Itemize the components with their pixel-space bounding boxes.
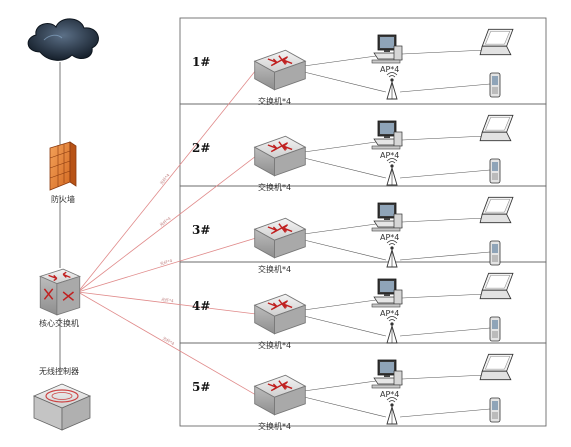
floor-3-laptop-icon: [479, 196, 514, 224]
floor-2-wire-3: [401, 135, 487, 141]
floor-4-mobile-phone-icon: [489, 316, 501, 342]
floor-2-wire-1: [303, 141, 377, 153]
floor-3: 3# 交换机*4 AP*4: [192, 196, 514, 274]
floor-5-mobile-phone-icon: [489, 397, 501, 423]
floor-3-wire-2: [303, 239, 387, 261]
connection-lines: [77, 49, 491, 418]
floor-5-wire-3: [401, 374, 487, 380]
floor-2-desktop-pc-icon: [371, 120, 403, 150]
floor-3-mobile-phone-icon: [489, 240, 501, 266]
floor-1-switch-icon: [253, 49, 307, 91]
firewall-icon: [49, 141, 77, 191]
floor-2: 2# 交换机*4 AP*4: [192, 114, 514, 192]
floor-4: 4# 交换机*4 AP*4: [192, 272, 514, 350]
internet-cloud-icon: [27, 18, 99, 61]
floor-5-wire-4: [399, 408, 491, 418]
floor-5-wire-2: [303, 396, 387, 418]
floor-4-desktop-pc-icon: [371, 278, 403, 308]
uplink-floor-3: [77, 237, 257, 293]
floor-5-access-point-icon: [386, 397, 398, 425]
floor-5-frame: [179, 342, 547, 427]
fiber-label-floor-4: 光纤*4: [161, 296, 175, 304]
floor-1-laptop-icon: [479, 28, 514, 56]
floor-4-switch-icon: [253, 293, 307, 335]
uplink-floor-5: [77, 291, 257, 396]
firewall-label: 防火墙: [51, 194, 75, 204]
floor-3-switch-label: 交换机*4: [258, 264, 291, 274]
floor-2-wire-4: [399, 169, 491, 179]
floor-5-laptop-icon: [479, 353, 514, 381]
floor-2-switch-label: 交换机*4: [258, 182, 291, 192]
floor-3-label: 3#: [192, 223, 210, 237]
floor-4-ap-label: AP*4: [380, 309, 399, 318]
floor-3-wire-4: [399, 251, 491, 261]
fiber-label-floor-3: 光纤*4: [159, 257, 173, 267]
floor-1-label: 1#: [192, 55, 210, 69]
floor-4-wire-3: [401, 293, 487, 299]
floor-5-switch-label: 交换机*4: [258, 421, 291, 431]
floor-5-label: 5#: [192, 380, 210, 394]
floor-2-laptop-icon: [479, 114, 514, 142]
floor-1-wire-1: [303, 55, 377, 67]
core-switch-label: 核心交换机: [39, 318, 79, 328]
floors: 1#交换机*4AP*42#交换机*4AP*43#交换机*4AP*44#交换机*4…: [192, 28, 514, 431]
floor-1-desktop-pc-icon: [371, 34, 403, 64]
floor-2-switch-icon: [253, 135, 307, 177]
floor-3-switch-icon: [253, 217, 307, 259]
floor-5-ap-label: AP*4: [380, 390, 399, 399]
floor-3-desktop-pc-icon: [371, 202, 403, 232]
floor-4-laptop-icon: [479, 272, 514, 300]
floor-1-wire-2: [303, 71, 387, 93]
floor-3-access-point-icon: [386, 240, 398, 268]
floor-1-ap-label: AP*4: [380, 65, 399, 74]
floor-3-ap-label: AP*4: [380, 233, 399, 242]
floor-2-ap-label: AP*4: [380, 151, 399, 160]
floor-2-label: 2#: [192, 141, 210, 155]
floor-1-access-point-icon: [386, 72, 398, 100]
floor-1-wire-4: [399, 83, 491, 93]
uplink-floor-4: [77, 291, 257, 315]
floor-1-switch-label: 交换机*4: [258, 96, 291, 106]
floor-1-wire-3: [401, 49, 487, 55]
floor-5-switch-icon: [253, 374, 307, 416]
floor-3-wire-1: [303, 223, 377, 235]
floor-2-mobile-phone-icon: [489, 158, 501, 184]
floor-5-wire-1: [303, 380, 377, 392]
floor-1-mobile-phone-icon: [489, 72, 501, 98]
floor-1: 1# 交换机*4 AP*4: [192, 28, 514, 106]
fiber-label-floor-5: 光纤*4: [162, 335, 176, 347]
floor-4-label: 4#: [192, 299, 210, 313]
uplink-floor-2: [77, 155, 257, 293]
floor-3-wire-3: [401, 217, 487, 223]
floor-4-switch-label: 交换机*4: [258, 340, 291, 350]
core-switch-icon: [39, 268, 81, 316]
floor-2-access-point-icon: [386, 158, 398, 186]
wireless-controller-label: 无线控制器: [39, 366, 79, 376]
wireless-controller-icon: [32, 383, 92, 431]
floor-4-access-point-icon: [386, 316, 398, 344]
floor-2-wire-2: [303, 157, 387, 179]
floor-4-wire-1: [303, 299, 377, 311]
floor-5: 5# 交换机*4 AP*4: [192, 353, 514, 431]
floor-4-wire-2: [303, 315, 387, 337]
floor-4-wire-4: [399, 327, 491, 337]
uplink-floor-1: [77, 69, 257, 293]
floor-boxes: [179, 17, 547, 427]
floor-5-desktop-pc-icon: [371, 359, 403, 389]
fiber-labels: 光纤*4光纤*4光纤*4光纤*4光纤*4: [158, 172, 176, 347]
left-column: 防火墙 核心交换机 无线控制器: [27, 18, 99, 431]
